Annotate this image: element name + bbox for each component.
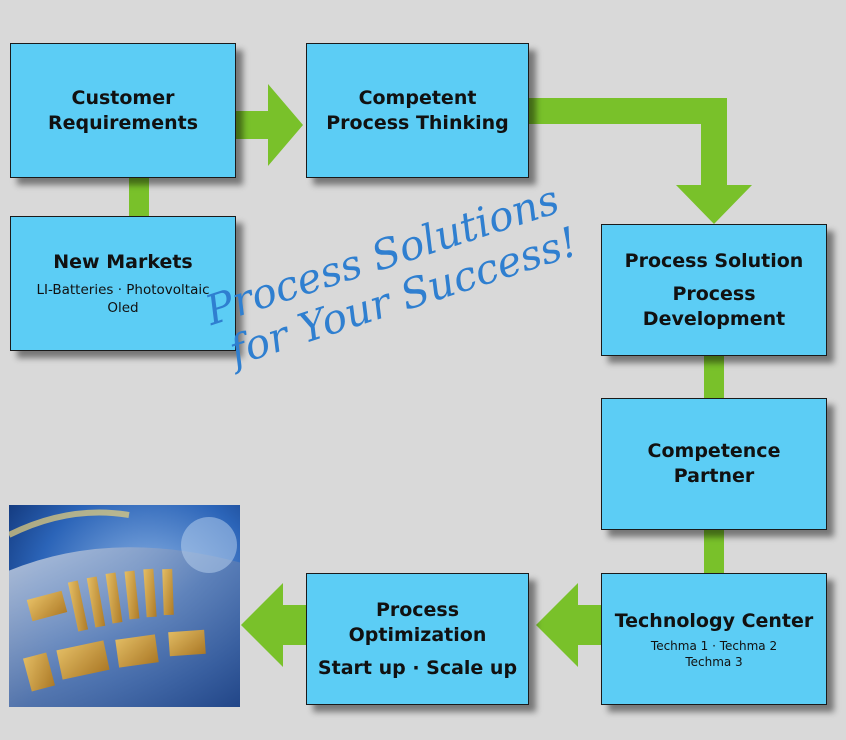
- markets-line2: Oled: [107, 300, 139, 316]
- arrow-customer-to-competent: [236, 84, 303, 166]
- competent-line1: Competent: [358, 86, 477, 109]
- connector-customer-markets: [129, 178, 149, 216]
- box-new-markets: New Markets LI-Batteries · Photovoltaic …: [10, 216, 236, 351]
- optimization-line2: Optimization: [348, 623, 487, 646]
- box-process-solution: Process Solution Process Development: [601, 224, 827, 356]
- box-competence-partner: Competence Partner: [601, 398, 827, 530]
- competent-line2: Process Thinking: [326, 111, 509, 134]
- optimization-line1: Process: [375, 598, 460, 621]
- techcenter-title: Technology Center: [614, 609, 814, 632]
- box-process-optimization: Process Optimization Start up · Scale up: [306, 573, 529, 705]
- arrow-optimization-to-photo: [241, 583, 306, 667]
- box-customer-requirements: Customer Requirements: [10, 43, 236, 178]
- connector-solution-partner: [704, 356, 724, 398]
- partner-line1: Competence: [647, 440, 781, 462]
- customer-line1: Customer: [71, 86, 175, 109]
- box-technology-center: Technology Center Techma 1 · Techma 2 Te…: [601, 573, 827, 705]
- product-photo: [9, 505, 240, 707]
- markets-line1: LI-Batteries · Photovoltaic: [36, 282, 210, 298]
- connector-partner-techcenter: [704, 530, 724, 573]
- solution-title: Process Solution: [624, 249, 804, 272]
- techcenter-line2: Techma 3: [685, 654, 743, 669]
- box-competent-process-thinking: Competent Process Thinking: [306, 43, 529, 178]
- techcenter-line1: Techma 1 · Techma 2: [650, 638, 778, 653]
- solution-line1: Process: [672, 282, 756, 305]
- arrow-competent-to-solution: [529, 98, 752, 224]
- optimization-line3: Start up · Scale up: [317, 656, 518, 679]
- customer-line2: Requirements: [47, 111, 198, 134]
- markets-title: New Markets: [53, 251, 193, 273]
- wafer-foil-image: [9, 505, 240, 707]
- partner-line2: Partner: [673, 465, 755, 487]
- arrow-techcenter-to-optimization: [536, 583, 601, 667]
- solution-line2: Development: [642, 307, 786, 330]
